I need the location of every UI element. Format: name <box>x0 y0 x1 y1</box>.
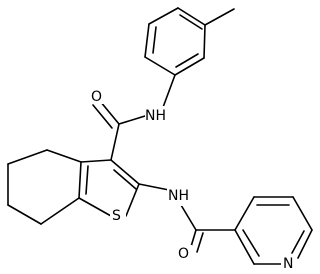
label-mask <box>167 186 201 206</box>
bond <box>234 229 255 265</box>
bond <box>99 100 120 125</box>
bond <box>148 7 179 25</box>
bond <box>180 204 197 231</box>
label-mask <box>176 245 192 263</box>
bond <box>204 8 235 26</box>
bond <box>110 159 140 185</box>
bond <box>177 7 206 26</box>
bond <box>110 123 120 161</box>
label-mask <box>145 106 179 126</box>
bond <box>161 74 176 111</box>
bond <box>125 183 140 217</box>
bond <box>203 24 206 59</box>
bond <box>40 197 80 225</box>
bond <box>46 149 82 163</box>
bond <box>92 104 113 129</box>
bond <box>78 197 112 217</box>
label-mask <box>90 88 106 104</box>
bonds <box>7 7 313 265</box>
bond <box>80 159 112 163</box>
pyridine-nitrogen-label: N <box>283 256 293 272</box>
bond <box>179 14 203 30</box>
bond <box>175 53 199 68</box>
bond <box>144 56 176 76</box>
sulfur-label: S <box>112 208 121 224</box>
bond <box>297 229 313 259</box>
bond <box>7 149 48 165</box>
label-mask <box>110 208 126 226</box>
bond <box>174 57 205 76</box>
oxygen-label-top: O <box>91 89 102 105</box>
bond <box>85 165 89 195</box>
nh-label-bottom: NH <box>168 188 189 204</box>
bond <box>292 196 313 231</box>
oxygen-label-bottom: O <box>178 246 189 262</box>
bond <box>113 169 137 190</box>
label-mask <box>281 256 297 274</box>
bond <box>7 204 42 225</box>
bond <box>242 229 260 257</box>
bond <box>152 26 157 54</box>
bond <box>144 23 150 58</box>
bond <box>196 232 204 253</box>
nh-label-top: NH <box>145 108 166 124</box>
bond <box>291 230 305 254</box>
bond <box>234 196 255 231</box>
atom-labels: O NH S NH O N <box>90 88 297 274</box>
bond <box>118 115 146 125</box>
bond <box>78 161 82 199</box>
bond <box>138 183 170 191</box>
